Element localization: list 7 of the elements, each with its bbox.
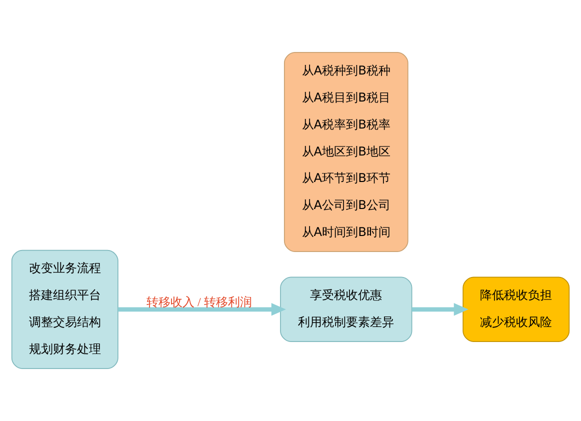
node-box: 降低税收负担 减少税收风险 xyxy=(462,276,570,342)
node-box: 从A税种到B税种 从A税目到B税目 从A税率到B税率 从A地区到B地区 从A环节到B环节 从A公司到B公司 从A时间到B时间 xyxy=(284,52,408,252)
arrow xyxy=(412,303,468,316)
node-box: 改变业务流程 搭建组织平台 调整交易结构 规划财务处理 xyxy=(11,250,118,369)
node-box: 享受税收优惠 利用税制要素差异 xyxy=(280,276,412,342)
edge-label: 转移收入 / 转移利润 xyxy=(146,295,252,310)
arrow xyxy=(118,303,286,316)
